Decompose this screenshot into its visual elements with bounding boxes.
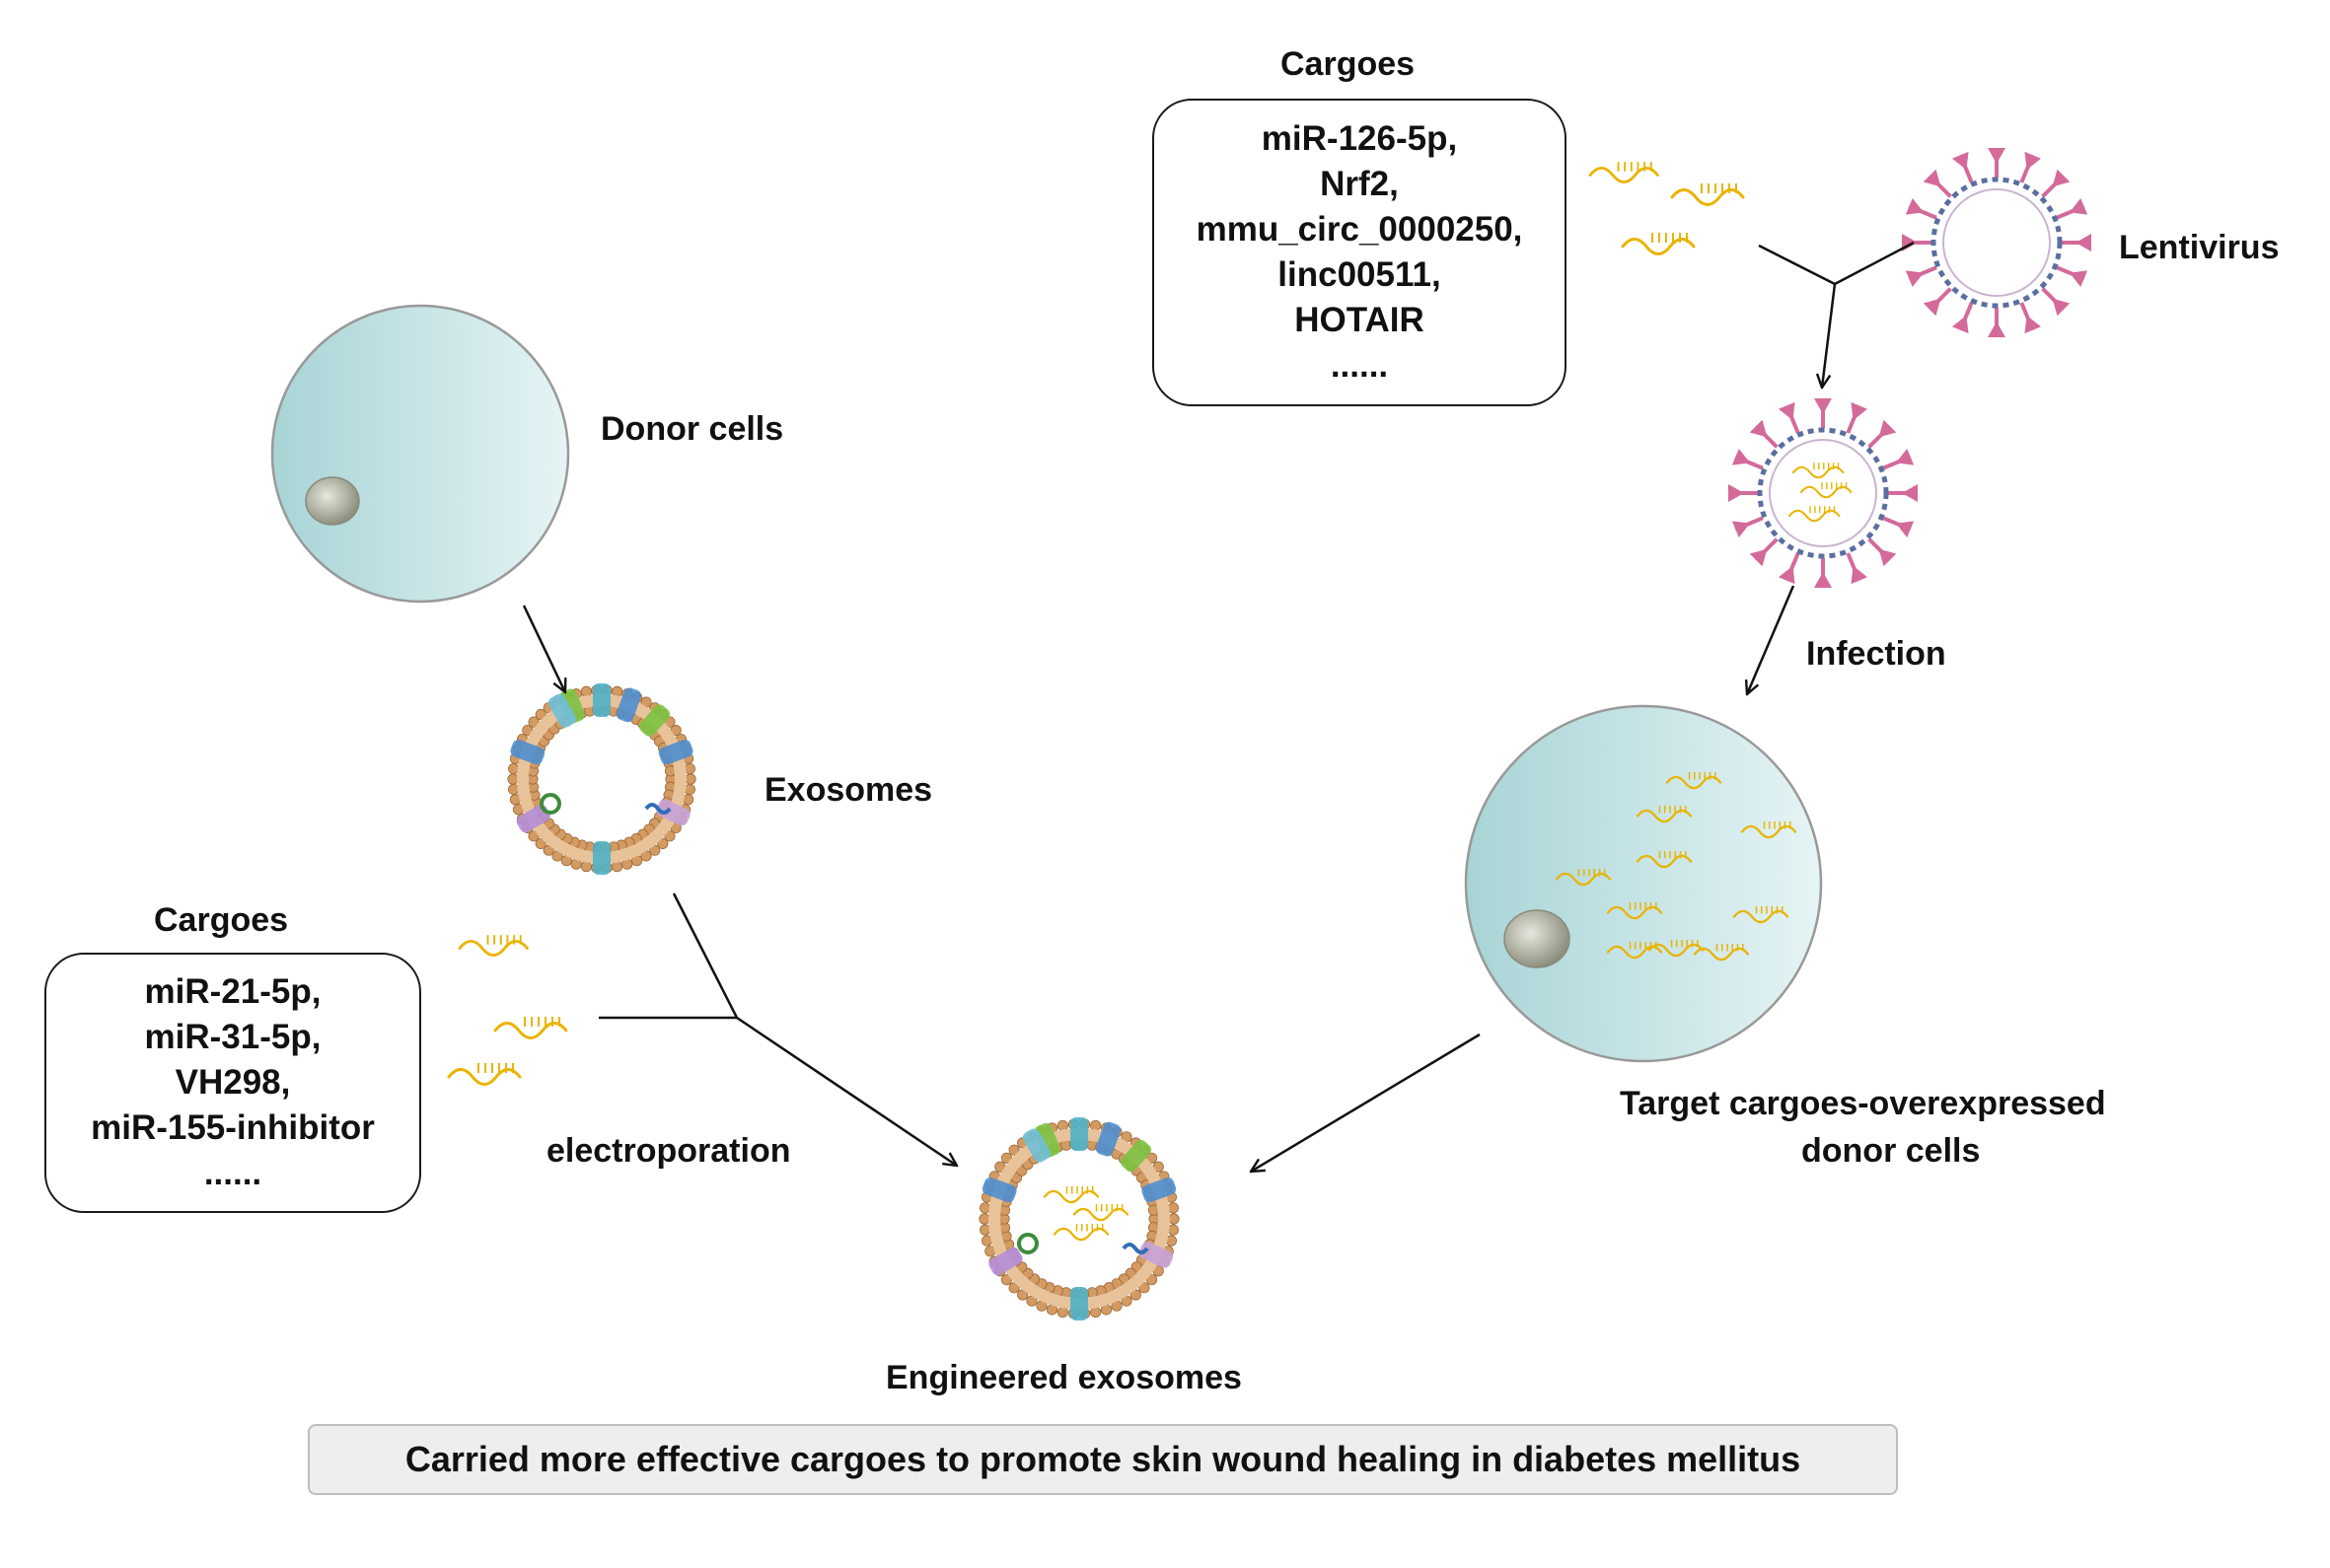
top-cargo-item: HOTAIR — [1294, 301, 1424, 339]
exosome-illustration — [507, 683, 696, 875]
rna-strand-icon — [1665, 772, 1722, 790]
line-cargo-to-virus-join — [1758, 244, 1836, 286]
rna-strand-icon — [1693, 944, 1750, 962]
rna-strand-icon — [1606, 902, 1663, 920]
bottom-cargo-item: miR-155-inhibitor — [91, 1108, 375, 1147]
loaded-lentivirus-particle — [1728, 398, 1918, 588]
rna-strand-icon — [458, 935, 529, 958]
lentivirus-label: Lentivirus — [2119, 229, 2280, 266]
arrows — [522, 241, 1915, 1172]
donor-cell — [270, 304, 570, 604]
free-rna-group — [447, 162, 1745, 1086]
rna-strand-icon — [1555, 869, 1612, 887]
rna-strand-icon — [1606, 942, 1663, 960]
rna-strand-icon — [493, 1017, 568, 1039]
rna-strand-icon — [1732, 906, 1789, 924]
bottom-cargo-item: VH298, — [175, 1063, 291, 1102]
bottom-cargoes-box: miR-21-5p, miR-31-5p, VH298, miR-155-inh… — [44, 953, 421, 1213]
target-cells-label-line1: Target cargoes-overexpressed — [1620, 1085, 2106, 1122]
rna-strand-icon — [1799, 482, 1853, 499]
intracellular-rna-group — [1555, 772, 1797, 962]
top-cargoes-box: miR-126-5p, Nrf2, mmu_circ_0000250, linc… — [1152, 99, 1566, 406]
rna-strand-icon — [1740, 821, 1797, 839]
infection-label: Infection — [1806, 635, 1946, 673]
top-cargo-item: Nrf2, — [1320, 165, 1399, 203]
exosomes-label: Exosomes — [765, 771, 933, 809]
arrow-join-to-loaded-virus — [1822, 283, 1837, 388]
arrow-target-to-engineered — [1251, 1033, 1481, 1172]
top-cargo-item: ...... — [1330, 346, 1389, 385]
rna-strand-icon — [1647, 940, 1705, 958]
rna-strand-icon — [1636, 851, 1693, 869]
rna-strand-icon — [1636, 806, 1693, 823]
line-lentivirus-to-join — [1834, 241, 1915, 286]
rna-strand-icon — [1043, 1186, 1100, 1204]
lentivirus-particle — [1902, 148, 2091, 337]
top-cargo-item: linc00511, — [1277, 255, 1441, 294]
rna-strand-icon — [1621, 233, 1696, 255]
arrow-infection — [1747, 585, 1795, 694]
engineered-exosome-illustration — [979, 1117, 1180, 1320]
rna-strand-icon — [1791, 463, 1845, 479]
rna-strand-icon — [1787, 506, 1841, 523]
electroporation-label: electroporation — [546, 1132, 791, 1170]
bottom-cargo-item: miR-31-5p, — [144, 1018, 322, 1056]
donor-cells-label: Donor cells — [601, 410, 784, 448]
rna-strand-icon — [1670, 183, 1745, 206]
bottom-cargoes-title: Cargoes — [154, 901, 289, 939]
arrow-donor-to-exosome — [522, 605, 565, 692]
top-cargoes-title: Cargoes — [1280, 45, 1416, 83]
bottom-cargo-item: miR-21-5p, — [144, 972, 322, 1011]
target-cells-label-line2: donor cells — [1801, 1132, 1981, 1170]
top-cargo-item: miR-126-5p, — [1261, 119, 1458, 158]
line-exosome-to-join — [672, 892, 739, 1019]
top-cargo-item: mmu_circ_0000250, — [1196, 210, 1523, 249]
donor-cell-nucleus — [305, 476, 360, 526]
rna-strand-icon — [1072, 1204, 1129, 1222]
conclusion-banner: Carried more effective cargoes to promot… — [308, 1424, 1898, 1495]
bottom-cargo-item: ...... — [203, 1154, 262, 1192]
rna-strand-icon — [1053, 1224, 1110, 1242]
target-cell-nucleus — [1503, 909, 1570, 968]
engineered-exosomes-label: Engineered exosomes — [886, 1359, 1242, 1396]
rna-strand-icon — [447, 1063, 522, 1086]
arrow-electroporation-to-engineered — [736, 1016, 957, 1166]
rna-strand-icon — [1588, 162, 1659, 184]
target-donor-cell — [1464, 704, 1823, 1063]
